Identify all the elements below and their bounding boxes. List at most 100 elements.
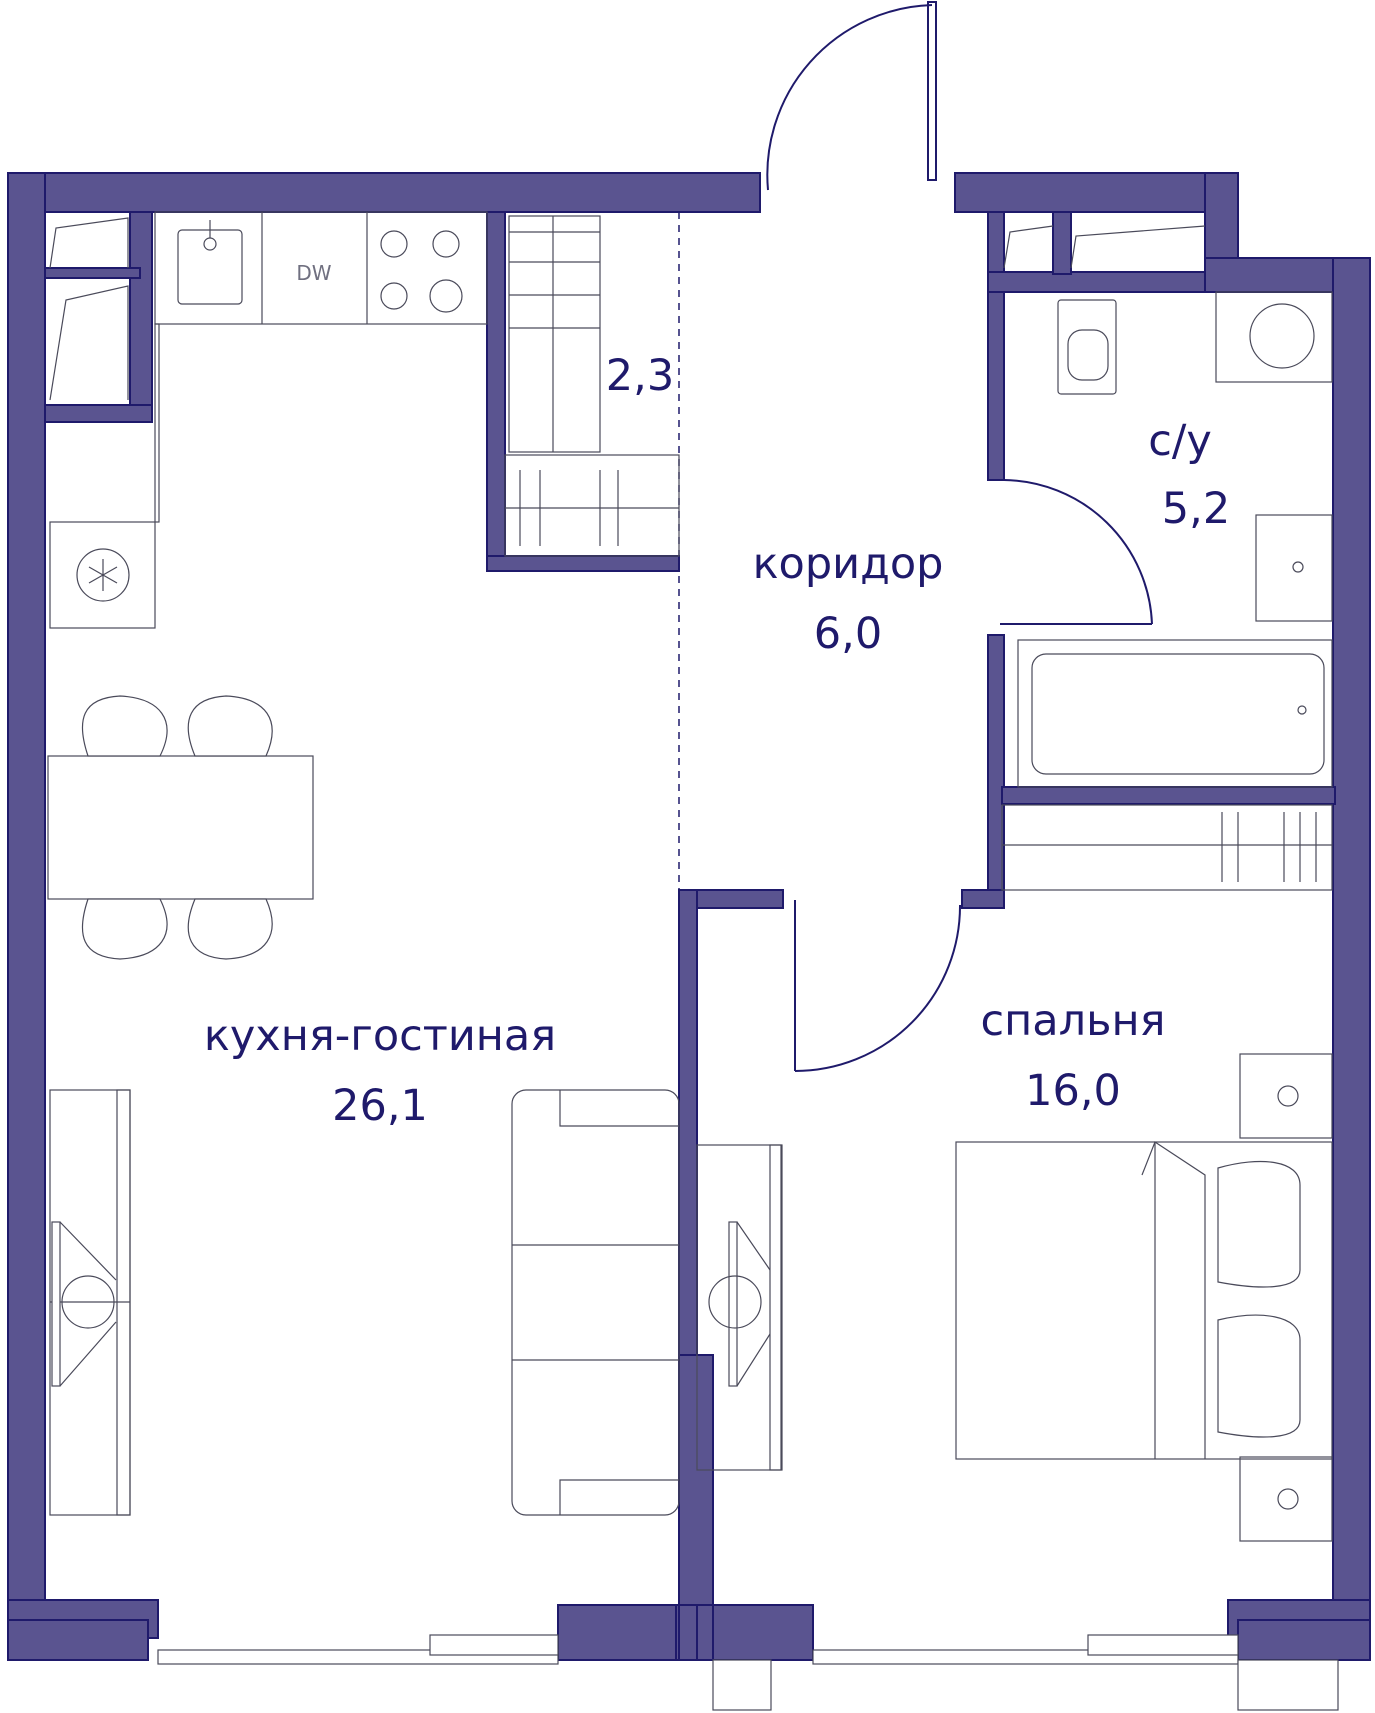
window-balcony-left <box>712 1659 772 1711</box>
washer <box>1215 291 1333 383</box>
nightstand-top <box>1239 1053 1333 1139</box>
chair-top-left <box>81 695 168 757</box>
counter-side <box>154 323 160 523</box>
chair-bottom-right <box>187 898 273 960</box>
hob-burner-2 <box>432 230 460 258</box>
washbasin <box>1255 514 1333 622</box>
bedroom-area: 16,0 <box>1025 1066 1121 1116</box>
washbasin-drain <box>1292 561 1304 573</box>
kitchen-niche-shelf-1 <box>49 217 129 269</box>
living-furniture <box>49 1089 680 1516</box>
wall-bath-top-inner <box>987 271 1206 293</box>
storage-rack <box>508 215 601 453</box>
wall-bath-left <box>987 211 1005 481</box>
bedroom-name: спальня <box>981 996 1166 1046</box>
tv-lamp <box>61 1275 115 1329</box>
entrance-door <box>766 1 937 191</box>
room-labels: 2,3 с/у 5,2 коридор 6,0 кухня-гостиная 2… <box>204 351 1230 1131</box>
corridor-wardrobe <box>504 454 680 557</box>
chair-bottom-left <box>81 898 168 960</box>
bed <box>955 1141 1333 1460</box>
kitchen-niche-shelf-2 <box>49 285 129 401</box>
bedroom-furniture <box>696 804 1333 1542</box>
windows <box>157 1634 1339 1711</box>
entrance-door-leaf <box>927 1 937 181</box>
wall-storage-bottom <box>486 555 680 572</box>
dining-table <box>47 755 314 900</box>
window-kitchen-opening <box>429 1634 559 1656</box>
walls <box>7 172 1371 1661</box>
window-balcony-right <box>1237 1659 1339 1711</box>
bathroom-door-swing <box>1003 479 1153 625</box>
lamp-top <box>1277 1085 1299 1107</box>
toilet-bowl <box>1067 329 1109 381</box>
sink-basin <box>177 229 243 305</box>
bedroom-closet <box>1001 804 1333 891</box>
snowflake-lines <box>88 559 118 591</box>
sofa-arm-top <box>559 1090 679 1127</box>
toilet-tank <box>1057 299 1117 395</box>
wall-bottom-right-end <box>1237 1619 1371 1661</box>
window-bedroom-opening <box>1087 1634 1239 1656</box>
bedroom-tv-panel <box>728 1221 738 1387</box>
wall-kitchen-niche-side <box>129 211 153 423</box>
dining-set <box>47 695 314 960</box>
wall-storage-left <box>486 211 506 571</box>
wall-partition-lower <box>678 1354 714 1606</box>
pillow-bottom <box>1217 1314 1301 1438</box>
bathroom-name: с/у <box>1148 416 1212 466</box>
hob-burner-1 <box>380 230 408 258</box>
bedroom-tv-stand-edge <box>769 1144 783 1471</box>
wall-bottom-left-end <box>7 1619 149 1661</box>
bathroom-fixtures <box>1003 225 1333 788</box>
sink-drain <box>203 237 217 251</box>
lamp-bottom <box>1277 1488 1299 1510</box>
nightstand-bottom <box>1239 1456 1333 1542</box>
corridor-name: коридор <box>753 539 944 589</box>
tv-lamp-lines <box>59 1221 117 1387</box>
bath-window-shelf-1 <box>1003 225 1054 269</box>
entrance-door-swing <box>766 4 933 191</box>
wall-top-right-step <box>1204 172 1239 264</box>
bedroom-tv-stand <box>696 1144 782 1471</box>
bathroom-area: 5,2 <box>1162 484 1230 534</box>
pillow-top <box>1217 1160 1301 1288</box>
wall-left <box>7 172 46 1639</box>
wall-right <box>1332 257 1371 1639</box>
tv-stand-edge <box>116 1089 131 1516</box>
wall-bath-mid-pillar <box>1052 211 1072 275</box>
corridor-area: 6,0 <box>814 609 882 659</box>
dishwasher-label: DW <box>296 261 331 285</box>
kitchen-living-area: 26,1 <box>332 1081 428 1131</box>
wall-bath-bottom <box>1001 786 1336 805</box>
wall-top-right <box>954 172 1239 213</box>
bathtub-drain <box>1297 705 1307 715</box>
storage-area: 2,3 <box>606 351 674 401</box>
washer-drum <box>1249 303 1315 369</box>
bath-window-shelf-2 <box>1070 225 1206 269</box>
hob-burner-4 <box>429 279 463 313</box>
hob-burner-3 <box>380 282 408 310</box>
tv-panel <box>51 1221 61 1387</box>
wall-bedroom-top-stub <box>961 889 1005 909</box>
kitchen-counter <box>154 211 488 325</box>
wall-top-left <box>7 172 761 213</box>
fridge <box>49 521 156 629</box>
bed-blanket-fold <box>1141 1141 1206 1459</box>
bedroom-tv-lamp-lines <box>736 1221 771 1387</box>
interior-doors <box>794 479 1153 1072</box>
wall-kitchen-niche-bottom <box>44 404 153 423</box>
bedroom-tv-lamp <box>708 1275 762 1329</box>
wall-kitchen-niche-mid <box>44 267 141 279</box>
bathtub <box>1017 639 1333 788</box>
chair-top-right <box>187 695 273 757</box>
bathtub-inner <box>1031 653 1325 775</box>
kitchen-living-name: кухня-гостиная <box>204 1011 556 1061</box>
wall-bottom-mid-right <box>712 1604 814 1661</box>
sofa <box>511 1089 680 1516</box>
kitchen-furniture: DW <box>49 211 488 629</box>
bedroom-door-swing <box>794 904 962 1072</box>
fridge-snowflake-icon <box>76 548 130 602</box>
storage-furniture <box>504 215 680 557</box>
